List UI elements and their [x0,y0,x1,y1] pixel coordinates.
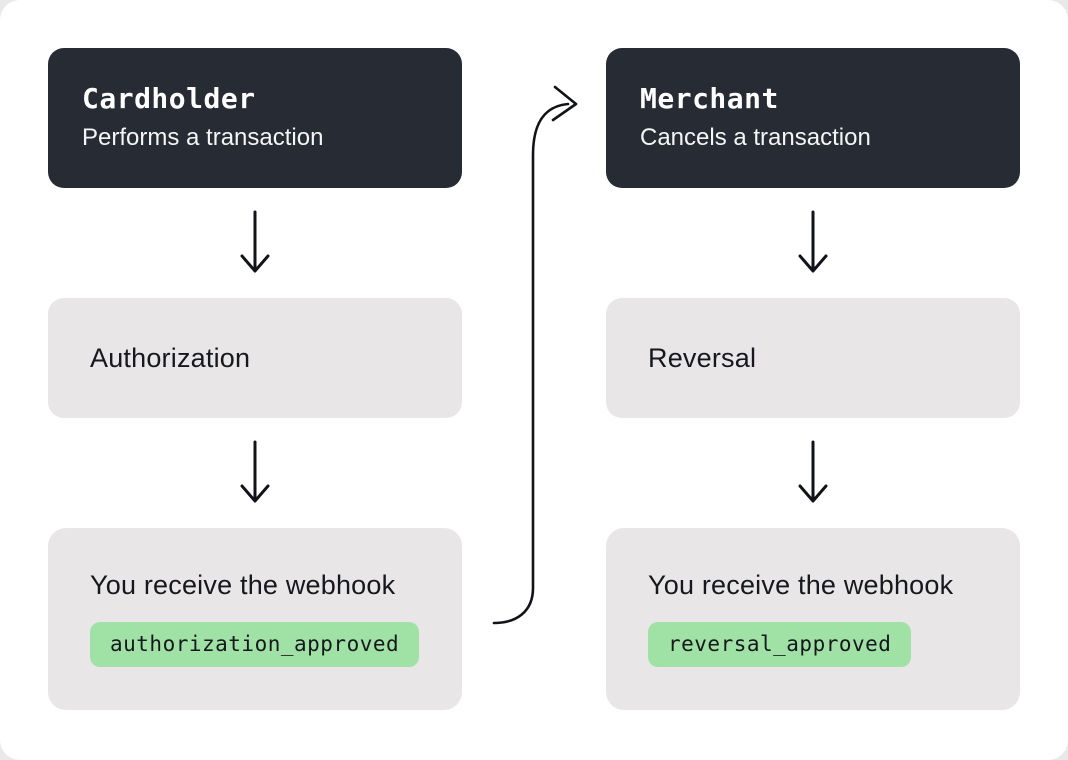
down-arrow-icon [240,440,270,503]
webhook-card-reversal: You receive the webhook reversal_approve… [606,528,1020,710]
down-arrow-icon [240,210,270,273]
actor-card-cardholder: Cardholder Performs a transaction [48,48,462,188]
actor-title: Cardholder [82,82,256,115]
event-badge: authorization_approved [90,621,420,667]
step-label: Authorization [90,342,251,373]
step-card-authorization: Authorization [48,298,462,418]
webhook-label: You receive the webhook [90,570,396,601]
webhook-card-authorization: You receive the webhook authorization_ap… [48,528,462,710]
down-arrow-icon [798,210,828,273]
webhook-label: You receive the webhook [648,570,954,601]
event-badge: reversal_approved [648,621,912,667]
actor-card-merchant: Merchant Cancels a transaction [606,48,1020,188]
actor-subtitle: Performs a transaction [82,124,324,152]
step-card-reversal: Reversal [606,298,1020,418]
step-label: Reversal [648,342,757,373]
actor-subtitle: Cancels a transaction [640,124,871,152]
actor-title: Merchant [640,82,779,115]
down-arrow-icon [798,440,828,503]
